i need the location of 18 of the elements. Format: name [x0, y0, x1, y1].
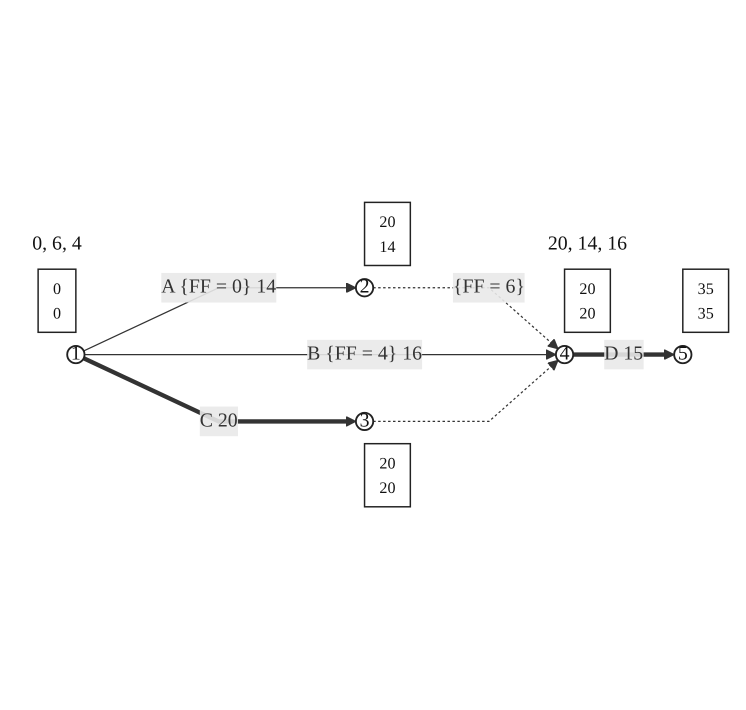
node-circle: 3	[354, 412, 374, 432]
node-label: 20, 14, 16	[548, 234, 628, 255]
node-circle: 5	[673, 345, 692, 365]
edge-label: B {FF = 4} 16	[307, 344, 422, 365]
node-box: 20 20	[564, 268, 612, 334]
node-box: 20 14	[364, 202, 412, 267]
node-box: 20 20	[364, 443, 412, 508]
node-circle: 2	[354, 278, 374, 298]
edge-label: {FF = 6}	[452, 277, 525, 298]
node-circle: 4	[554, 345, 574, 365]
edge-label: D 15	[604, 344, 644, 365]
arrow	[373, 360, 559, 422]
node-label: 0, 6, 4	[32, 234, 82, 255]
edge-label: A {FF = 0} 14	[161, 277, 276, 298]
edge-label: C 20	[200, 410, 238, 432]
node-box: 35 35	[682, 268, 730, 334]
node-box: 0 0	[37, 268, 77, 334]
node-circle: 1	[66, 345, 86, 365]
